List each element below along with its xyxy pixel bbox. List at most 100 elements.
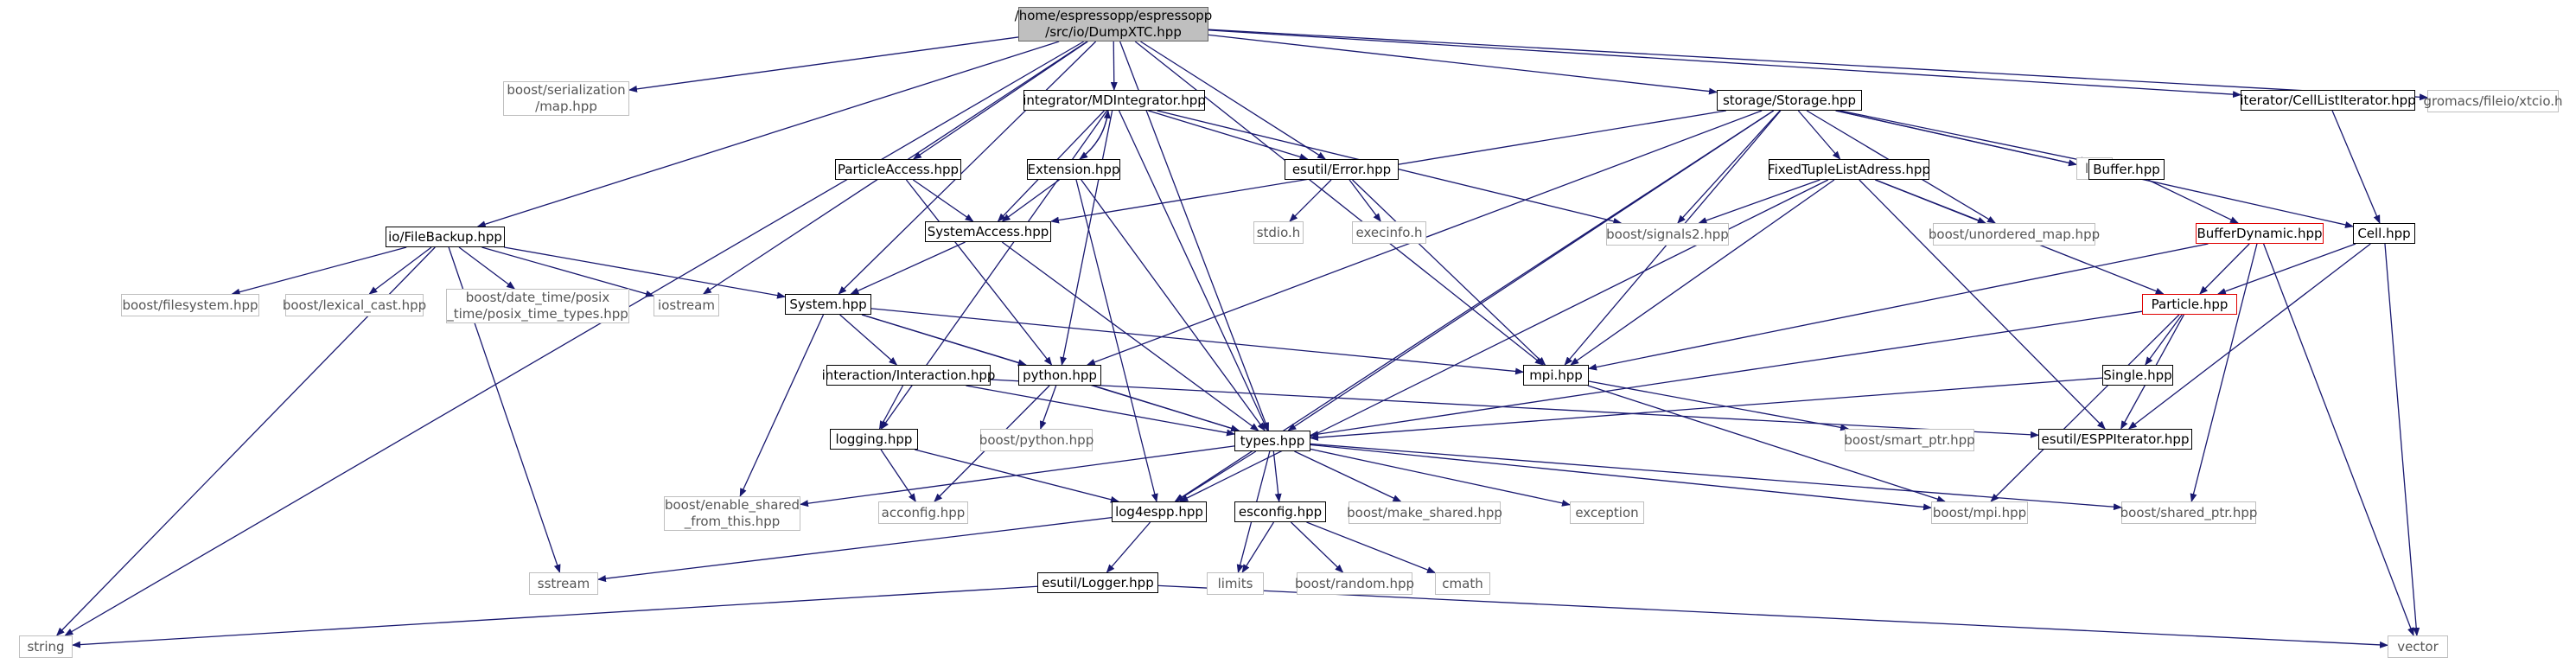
node-boost-filesystem: boost/filesystem.hpp: [121, 294, 259, 316]
node-extension[interactable]: Extension.hpp: [1027, 159, 1120, 180]
edge-particleaccess-to-python: [905, 179, 1053, 366]
node-dumpxtc[interactable]: /home/espressopp/espressopp /src/io/Dump…: [1014, 7, 1213, 42]
node-iterator-cell[interactable]: iterator/CellListIterator.hpp: [2240, 90, 2416, 111]
edge-integrator-md-to-types: [1118, 110, 1269, 431]
node-systemaccess[interactable]: SystemAccess.hpp: [925, 221, 1051, 242]
node-esutil-logger[interactable]: esutil/Logger.hpp: [1037, 572, 1158, 593]
edge-mpi-to-boost-smart: [1588, 380, 1850, 431]
node-boost-signals2: boost/signals2.hpp: [1606, 223, 1729, 246]
node-boost-mpi: boost/mpi.hpp: [1931, 501, 2028, 524]
edge-io-filebackup-to-boost-lexical: [368, 246, 432, 295]
edge-particleaccess-to-systemaccess: [912, 179, 974, 222]
node-acconfig: acconfig.hpp: [878, 501, 968, 524]
edge-fixedtuple-to-espp-iterator: [1859, 179, 2106, 430]
node-single[interactable]: Single.hpp: [2102, 365, 2173, 386]
node-boost-unordered: boost/unordered_map.hpp: [1929, 223, 2100, 246]
edge-interaction-to-types: [966, 385, 1235, 437]
edge-storage-to-fixedtuple: [1797, 110, 1841, 160]
edge-esutil-logger-to-string: [72, 585, 1038, 648]
node-integrator-md[interactable]: integrator/MDIntegrator.hpp: [1023, 90, 1206, 111]
edge-bufferdynamic-to-boost-shared-ptr: [2190, 243, 2258, 502]
node-boost-python: boost/python.hpp: [979, 429, 1094, 451]
node-esutil-error[interactable]: esutil/Error.hpp: [1285, 159, 1399, 180]
edge-python-to-types: [1093, 385, 1240, 432]
edge-types-to-boost-mpi: [1310, 444, 1932, 511]
edge-esconfig-to-boost-random: [1290, 521, 1344, 573]
edge-bufferdynamic-to-vector: [2262, 243, 2414, 636]
edge-dumpxtc-to-string: [64, 41, 1085, 636]
node-python[interactable]: python.hpp: [1018, 365, 1101, 386]
edge-dumpxtc-to-io-filebackup: [476, 41, 1060, 228]
edge-types-to-esconfig: [1272, 450, 1282, 502]
node-exception: exception: [1570, 501, 1644, 524]
node-bufferdynamic[interactable]: BufferDynamic.hpp: [2196, 223, 2324, 244]
edge-dumpxtc-to-integrator-md: [1110, 41, 1118, 91]
edge-particle-to-types: [1310, 310, 2143, 438]
edge-particle-to-boost-mpi: [1990, 314, 2180, 502]
edge-log4espp-to-esutil-logger: [1106, 521, 1151, 573]
node-mpi[interactable]: mpi.hpp: [1523, 365, 1589, 386]
edge-dumpxtc-to-gromacs: [1208, 29, 2428, 101]
node-esconfig[interactable]: esconfig.hpp: [1234, 501, 1326, 522]
node-boost-datetime: boost/date_time/posix _time/posix_time_t…: [446, 289, 629, 323]
edge-iterator-cell-to-cell: [2331, 110, 2381, 224]
edge-cell-to-particle: [2216, 243, 2356, 295]
node-boost-enable-shared: boost/enable_shared _from_this.hpp: [664, 496, 800, 531]
node-boost-make-shared: boost/make_shared.hpp: [1347, 501, 1502, 524]
node-fixedtuple[interactable]: FixedTupleListAdress.hpp: [1768, 159, 1930, 180]
node-limits: limits: [1207, 572, 1264, 595]
node-gromacs: gromacs/fileio/xtcio.h: [2423, 90, 2563, 112]
edge-esutil-error-to-mpi: [1352, 179, 1546, 366]
edge-io-filebackup-to-boost-filesystem: [231, 246, 407, 296]
edge-systemaccess-to-types: [1001, 241, 1259, 431]
node-vector: vector: [2388, 635, 2448, 658]
edge-fixedtuple-to-mpi: [1570, 179, 1835, 366]
edge-esutil-error-to-stdio: [1289, 179, 1332, 222]
node-boost-serialization-map: boost/serialization /map.hpp: [503, 81, 629, 116]
node-boost-shared-ptr: boost/shared_ptr.hpp: [2120, 501, 2257, 524]
edge-dumpxtc-to-esutil-error: [1140, 41, 1326, 160]
edge-esutil-error-to-execinfo: [1349, 179, 1381, 222]
node-particleaccess[interactable]: ParticleAccess.hpp: [835, 159, 961, 180]
edge-types-to-boost-make-shared: [1294, 450, 1402, 502]
edge-system-to-mpi: [870, 308, 1524, 375]
edge-dumpxtc-to-storage: [1208, 34, 1718, 95]
edge-single-to-types: [1310, 377, 2103, 441]
edge-systemaccess-to-system: [850, 241, 966, 295]
edge-bufferdynamic-to-mpi: [1588, 243, 2209, 371]
edge-fixedtuple-to-log4espp: [1179, 179, 1829, 502]
edge-io-filebackup-to-system: [504, 246, 786, 299]
edge-bufferdynamic-to-particle: [2199, 243, 2250, 295]
edge-io-filebackup-to-boost-datetime: [458, 246, 516, 290]
edge-dumpxtc-to-boost-serialization-map: [628, 36, 1019, 93]
node-cmath: cmath: [1435, 572, 1490, 595]
node-particle[interactable]: Particle.hpp: [2142, 294, 2237, 315]
edge-fixedtuple-to-boost-signals2: [1698, 179, 1820, 224]
node-boost-smart: boost/smart_ptr.hpp: [1844, 429, 1975, 451]
edge-dumpxtc-to-mpi: [1134, 41, 1544, 366]
edge-esconfig-to-limits: [1241, 521, 1275, 573]
edge-system-to-boost-enable-shared: [739, 314, 825, 497]
node-execinfo: execinfo.h: [1352, 221, 1426, 244]
edge-dumpxtc-to-particleaccess: [912, 41, 1088, 160]
node-logging[interactable]: logging.hpp: [830, 429, 918, 450]
node-io-filebackup[interactable]: io/FileBackup.hpp: [386, 227, 505, 247]
edge-particle-to-single: [2145, 314, 2183, 366]
node-espp-iterator[interactable]: esutil/ESPPIterator.hpp: [2038, 429, 2192, 450]
node-storage[interactable]: storage/Storage.hpp: [1717, 90, 1862, 111]
edge-dumpxtc-to-system: [838, 41, 1097, 295]
node-sstream: sstream: [529, 572, 598, 595]
node-boost-lexical: boost/lexical_cast.hpp: [283, 294, 426, 316]
node-types[interactable]: types.hpp: [1234, 431, 1310, 451]
node-system[interactable]: System.hpp: [785, 294, 871, 315]
node-boost-random: boost/random.hpp: [1295, 572, 1414, 595]
node-string: string: [19, 635, 73, 658]
node-cell[interactable]: Cell.hpp: [2353, 223, 2415, 244]
edge-mpi-to-boost-mpi: [1587, 385, 1946, 503]
node-interaction[interactable]: interaction/Interaction.hpp: [822, 365, 995, 386]
node-log4espp[interactable]: log4espp.hpp: [1112, 501, 1207, 522]
edge-buffer-to-bufferdynamic: [2147, 179, 2239, 224]
edge-cell-to-vector: [2384, 243, 2420, 636]
node-buffer[interactable]: Buffer.hpp: [2088, 159, 2165, 180]
